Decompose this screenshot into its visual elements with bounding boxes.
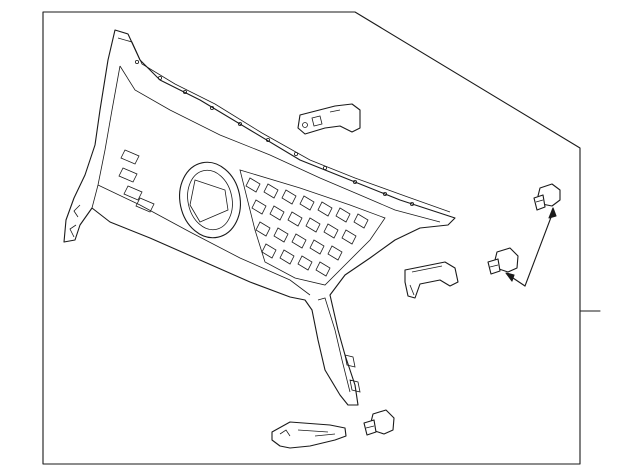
side-bracket (404, 261, 459, 299)
clip-middle-right (487, 247, 519, 275)
lower-bracket (271, 421, 347, 449)
clip-bottom (363, 409, 395, 436)
grille-assembly (63, 29, 456, 406)
diagram-frame (42, 11, 581, 465)
clip-upper-right (533, 183, 561, 211)
upper-bracket (297, 103, 361, 135)
leader-arrows (505, 207, 557, 287)
